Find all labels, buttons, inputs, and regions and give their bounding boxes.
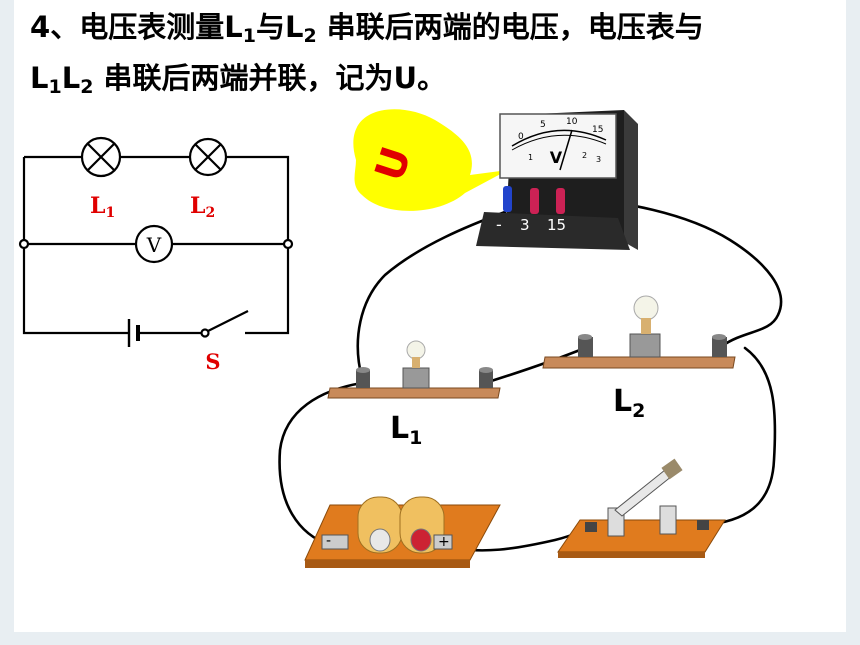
wire-l1-to-battery xyxy=(278,381,364,547)
terminal-3v xyxy=(530,188,539,214)
voltmeter-symbol-label: V xyxy=(146,233,162,257)
terminal-negative xyxy=(503,186,512,212)
meter-tick-0: 0 xyxy=(518,132,524,142)
junction-right xyxy=(282,238,294,250)
connecting-wires xyxy=(278,198,783,552)
terminal-15v xyxy=(556,188,565,214)
lamp-l1-label: L1 xyxy=(390,411,423,449)
meter-tick-2: 2 xyxy=(582,151,587,160)
schematic-l1-label: L1 xyxy=(90,193,116,221)
wire-l1-to-l2 xyxy=(486,346,587,384)
switch-label: S xyxy=(205,349,220,374)
battery-minus-label: - xyxy=(326,533,331,549)
lamp-l2-board xyxy=(542,295,736,369)
terminal-minus-label: - xyxy=(496,215,502,234)
meter-face xyxy=(499,113,617,179)
switch-symbol xyxy=(200,310,249,338)
wire-switch-to-l2 xyxy=(701,346,777,527)
meter-tick-10: 10 xyxy=(566,117,578,127)
meter-face-label: V xyxy=(550,148,563,167)
battery-holder: - + xyxy=(304,496,501,568)
battery-plus-label: + xyxy=(438,534,450,550)
lamp-l1-symbol xyxy=(80,136,122,178)
voltmeter-device: 0 5 10 15 1 2 3 V - 3 15 xyxy=(476,110,638,250)
schematic-l2-label: L2 xyxy=(190,193,216,221)
meter-needle xyxy=(559,129,573,171)
circuit-schematic xyxy=(18,136,294,347)
voltage-callout: U xyxy=(353,109,508,211)
meter-tick-15: 15 xyxy=(592,125,603,135)
meter-tick-1: 1 xyxy=(528,153,533,162)
terminal-15-label: 15 xyxy=(547,216,566,234)
meter-tick-3: 3 xyxy=(596,155,601,164)
wire-meter-to-l1 xyxy=(356,210,507,380)
question-line-2: L1L2 串联后两端并联，记为U。 xyxy=(30,61,447,98)
meter-tick-5: 5 xyxy=(540,120,546,130)
question-text: 4、电压表测量L1与L2 串联后两端的电压，电压表与 L1L2 串联后两端并联，… xyxy=(30,6,830,108)
knife-switch xyxy=(557,458,726,558)
junction-left xyxy=(18,238,30,250)
lamp-l2-label: L2 xyxy=(613,384,646,422)
terminal-3-label: 3 xyxy=(520,216,530,234)
lamp-l2-symbol xyxy=(188,137,228,177)
lamp-l1-board xyxy=(327,340,501,399)
question-line-1: 4、电压表测量L1与L2 串联后两端的电压，电压表与 xyxy=(30,10,704,47)
battery-symbol xyxy=(127,319,140,347)
voltmeter-symbol xyxy=(134,224,174,264)
